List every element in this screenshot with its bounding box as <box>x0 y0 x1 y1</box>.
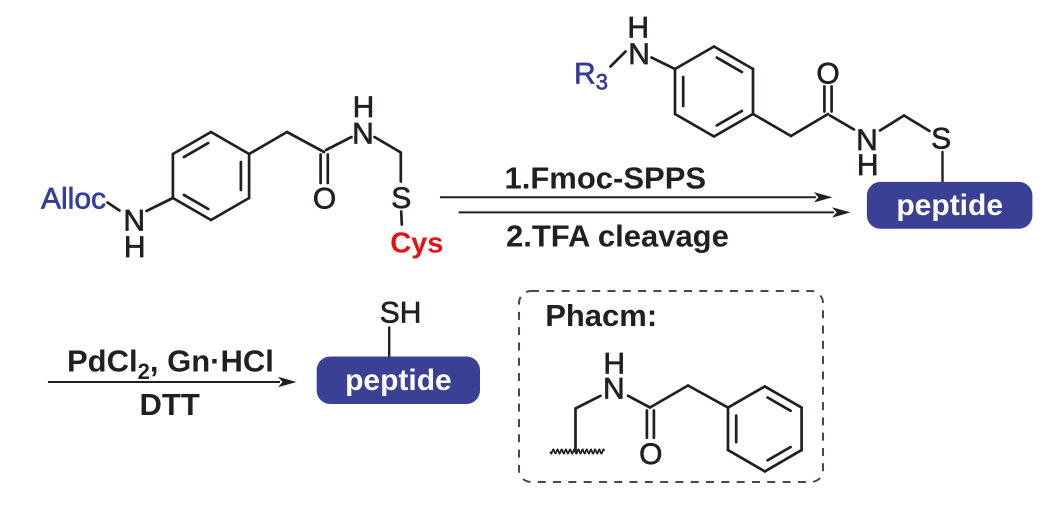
svg-text:peptide: peptide <box>896 189 1003 222</box>
svg-text:2.TFA cleavage: 2.TFA cleavage <box>506 219 729 254</box>
svg-text:N: N <box>123 204 145 237</box>
svg-text:O: O <box>639 438 662 471</box>
svg-text:S: S <box>391 182 411 215</box>
svg-text:N: N <box>856 124 878 157</box>
svg-text:H: H <box>124 231 146 264</box>
svg-text:O: O <box>313 183 336 216</box>
svg-text:Phacm:: Phacm: <box>545 298 657 333</box>
svg-text:H: H <box>627 11 649 44</box>
svg-text:peptide: peptide <box>345 364 452 397</box>
svg-text:N: N <box>603 372 625 405</box>
svg-text:H: H <box>353 91 375 124</box>
svg-text:DTT: DTT <box>140 387 200 422</box>
svg-text:1.Fmoc-SPPS: 1.Fmoc-SPPS <box>505 161 707 196</box>
svg-text:S: S <box>931 123 951 156</box>
svg-text:N: N <box>628 38 650 71</box>
svg-text:H: H <box>603 348 625 381</box>
svg-text:H: H <box>857 149 879 182</box>
svg-text:O: O <box>816 58 839 91</box>
svg-text:SH: SH <box>380 296 422 329</box>
svg-text:R: R <box>574 58 596 91</box>
svg-text:PdCl2, Gn·HCl: PdCl2, Gn·HCl <box>67 344 274 385</box>
svg-text:N: N <box>352 118 374 151</box>
svg-text:Cys: Cys <box>390 227 443 259</box>
svg-text:3: 3 <box>596 70 608 95</box>
svg-text:Alloc: Alloc <box>41 183 106 216</box>
